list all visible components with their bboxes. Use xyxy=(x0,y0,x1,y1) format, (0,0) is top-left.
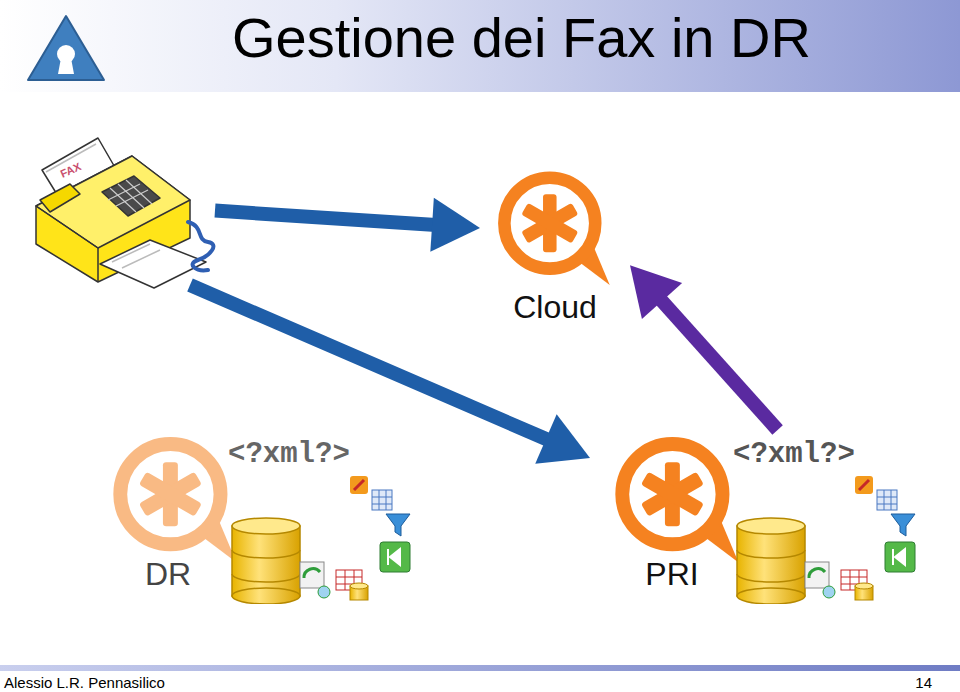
arrow-connector xyxy=(215,198,480,252)
pri-site: <?xml?> PRI xyxy=(590,430,925,605)
arrow-connector xyxy=(630,265,778,430)
node-tag: <?xml?> xyxy=(228,438,350,471)
arrow-shaft xyxy=(659,298,777,430)
page-number: 14 xyxy=(915,674,932,691)
dr-site: <?xml?> DR xyxy=(95,430,425,605)
arrow-head xyxy=(430,198,480,252)
arrow-head xyxy=(630,265,682,319)
cloud-server: Cloud xyxy=(480,165,630,335)
arrow-shaft xyxy=(190,285,550,441)
node-tag: <?xml?> xyxy=(733,438,855,471)
node-label: PRI xyxy=(645,556,698,593)
arrow-shaft xyxy=(215,211,436,225)
node-label: Cloud xyxy=(513,289,597,326)
node-label: FAX xyxy=(58,160,83,180)
node-label: DR xyxy=(145,556,191,593)
slide-title: Gestione dei Fax in DR xyxy=(232,6,811,70)
fax-machine: FAX xyxy=(30,130,215,285)
author-name: Alessio L.R. Pennasilico xyxy=(4,674,165,691)
arrow-head xyxy=(535,414,590,464)
